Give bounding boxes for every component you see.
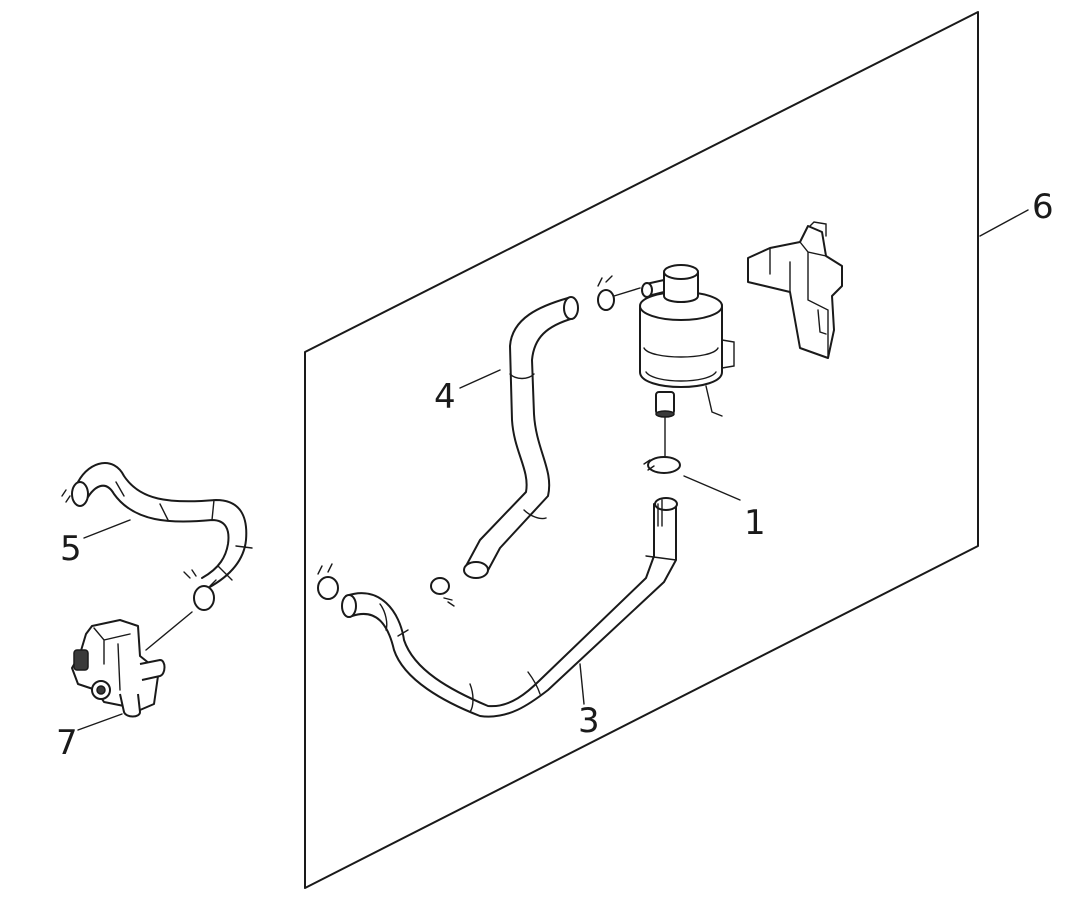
callout-6: 6 [1032,187,1054,227]
leader-lines [77,209,1029,731]
callout-1: 1 [744,503,766,543]
callout-5: 5 [60,529,82,569]
callout-3: 3 [578,701,600,741]
hose-4 [463,296,579,579]
callout-4: 4 [434,377,456,417]
callout-7: 7 [56,723,78,763]
air-valve [71,611,193,718]
hose-3 [341,497,678,718]
hose-clamps [317,275,681,607]
vapor-canister [639,264,735,418]
mounting-bracket [747,221,843,359]
connection-lines [613,287,666,457]
hose-5 [61,462,253,611]
panel-outline [304,11,979,889]
